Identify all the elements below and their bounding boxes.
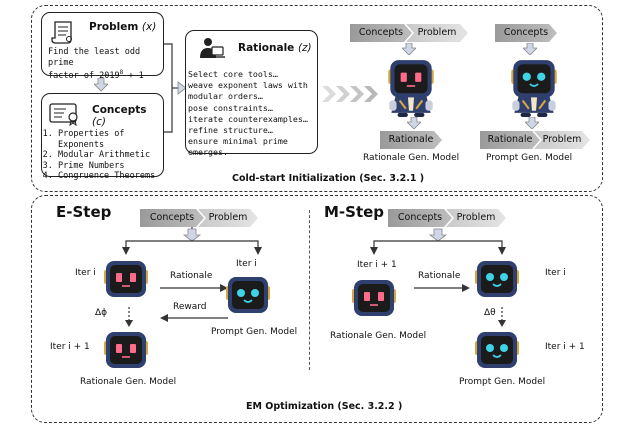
- rationale-line: iterate counterexamples…: [188, 113, 308, 124]
- mstep-iter-right: Iter i: [545, 268, 566, 278]
- person-laptop-icon: [200, 38, 225, 58]
- estep-iter-next: Iter i + 1: [50, 342, 90, 352]
- rationale-line: modular orders…: [188, 91, 263, 102]
- rationale-line: refine structure…: [188, 125, 273, 136]
- concept-item: Properties of Exponents: [58, 129, 163, 150]
- mstep-rationale-label: Rationale: [418, 271, 461, 281]
- robot-prompt-top: [508, 55, 560, 121]
- mstep-title: M-Step: [324, 203, 385, 221]
- rationale-box: Rationale (z) Select core tools… weave e…: [185, 30, 318, 157]
- certificate-icon: [49, 103, 78, 126]
- concepts-list: Properties of Exponents Modular Arithmet…: [44, 129, 163, 182]
- tag-concepts: Concepts: [140, 209, 204, 227]
- tag-problem: Problem: [198, 209, 258, 227]
- down-arrow-icon: [407, 117, 421, 129]
- robot-mstep-prompt: [472, 256, 522, 306]
- tag-problem: Problem: [406, 24, 468, 42]
- left-arrow: [160, 314, 228, 322]
- tag-concepts: Concepts: [388, 209, 452, 227]
- problem-box: Problem (x) Find the least odd prime fac…: [41, 12, 164, 81]
- estep-delta: Δϕ: [95, 308, 108, 318]
- rationale-line: pose constraints…: [188, 102, 273, 113]
- cold-start-panel: [31, 5, 603, 192]
- mstep-iter-left: Iter i + 1: [357, 260, 397, 270]
- estep-prompt-caption: Prompt Gen. Model: [211, 327, 298, 337]
- em-footer: EM Optimization (Sec. 3.2.2 ): [246, 401, 403, 412]
- concept-item: Prime Numbers: [58, 161, 163, 172]
- em-panel: [31, 195, 603, 423]
- tag-concepts: Concepts: [350, 24, 412, 42]
- tag-problem: Problem: [534, 131, 590, 149]
- robot-rationale-top: [385, 55, 437, 121]
- mstep-prompt-caption: Prompt Gen. Model: [459, 377, 546, 387]
- concept-item: Congruence Theorems: [58, 171, 163, 182]
- down-arrow-icon: [525, 117, 539, 129]
- down-dashed-arrow: [125, 307, 133, 327]
- mstep-iter-next: Iter i + 1: [545, 342, 585, 352]
- rationale-line: Select core tools…: [188, 69, 278, 79]
- mstep-rat-caption: Rationale Gen. Model: [330, 331, 427, 341]
- down-arrow-icon: [523, 43, 537, 55]
- down-arrow-icon: [94, 78, 108, 92]
- rationale-line: ensure minimal prime emerges.: [188, 136, 288, 158]
- problem-text-line1: Find the least odd prime: [48, 47, 141, 68]
- scroll-icon: [51, 21, 72, 44]
- estep-rat-caption: Rationale Gen. Model: [80, 377, 177, 387]
- robot-estep-prompt: [223, 272, 273, 322]
- problem-exponent: 8: [119, 69, 124, 76]
- right-arrow: [414, 284, 470, 292]
- robot-estep-rational: [101, 256, 151, 306]
- robot-estep-rational-next: [101, 327, 151, 377]
- concept-item: Modular Arithmetic: [58, 150, 163, 161]
- tag-rationale: Rationale: [480, 131, 540, 149]
- caption-rationale-model: Rationale Gen. Model: [363, 153, 460, 163]
- tag-rationale: Rationale: [380, 131, 442, 149]
- tag-concepts: Concepts: [495, 24, 557, 42]
- chevrons-right-icon: [322, 86, 378, 102]
- bracket-arrow: [164, 43, 186, 133]
- concepts-symbol: (c): [92, 116, 106, 128]
- estep-rationale-label: Rationale: [170, 271, 213, 281]
- estep-reward-label: Reward: [173, 302, 207, 312]
- split-arrow: [122, 227, 262, 255]
- down-arrow-icon: [402, 43, 416, 55]
- tag-problem: Problem: [446, 209, 506, 227]
- problem-tail: + 1: [123, 70, 144, 81]
- rationale-line: weave exponent laws with: [188, 80, 308, 91]
- rationale-symbol: (z): [297, 42, 312, 54]
- caption-prompt-model: Prompt Gen. Model: [486, 153, 573, 163]
- rationale-title: Rationale: [238, 42, 295, 54]
- estep-iter-right: Iter i: [236, 259, 257, 269]
- right-arrow: [160, 284, 228, 292]
- problem-title: Problem: [89, 21, 139, 33]
- problem-text-line2: factor of 2019: [48, 70, 120, 81]
- down-dashed-arrow: [498, 307, 506, 327]
- estep-iter-left: Iter i: [75, 268, 96, 278]
- step-divider: [309, 210, 310, 370]
- robot-mstep-rational: [349, 275, 399, 325]
- problem-symbol: (x): [141, 21, 157, 33]
- concepts-title: Concepts: [92, 104, 147, 116]
- split-arrow: [370, 228, 506, 255]
- cold-start-footer: Cold-start Initialization (Sec. 3.2.1 ): [232, 173, 425, 184]
- mstep-delta: Δθ: [484, 308, 496, 318]
- concepts-box: Concepts (c) Properties of Exponents Mod…: [41, 93, 164, 181]
- robot-mstep-prompt-next: [472, 327, 522, 377]
- estep-title: E-Step: [56, 203, 112, 221]
